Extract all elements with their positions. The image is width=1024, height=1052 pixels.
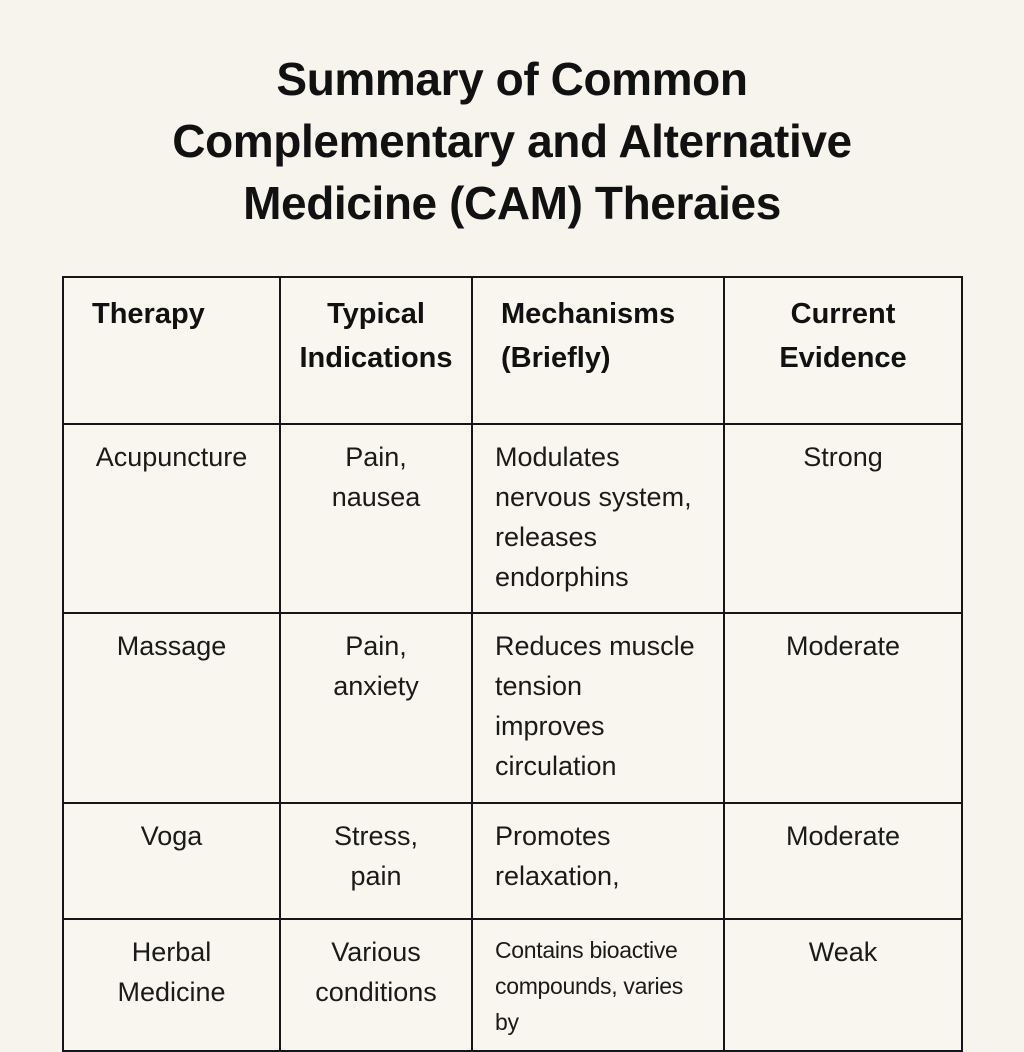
mechanism-line-2: relaxation, <box>495 861 620 891</box>
cell-evidence: Moderate <box>723 802 963 920</box>
therapy-name: Acupuncture <box>95 442 248 472</box>
mechanism-line-4: circulation <box>495 751 617 781</box>
column-header-mechanisms-line-1: Mechanisms <box>501 298 676 330</box>
indications-line-1: Pain, <box>345 631 407 661</box>
cell-evidence: Weak <box>723 918 963 1052</box>
evidence-level: Moderate <box>785 631 901 661</box>
cell-mechanism: Modulates nervous system, releases endor… <box>471 423 725 614</box>
table-row: Acupuncture Pain, nausea Modulates nervo… <box>62 423 963 614</box>
page-title: Summary of Common Complementary and Alte… <box>62 48 962 234</box>
cell-evidence: Moderate <box>723 612 963 804</box>
column-header-indications-line-1: Typical <box>327 298 425 330</box>
table-row: Voga Stress, pain Promotes relaxation, M… <box>62 802 963 920</box>
cell-therapy: Massage <box>62 612 281 804</box>
cell-therapy: Herbal Medicine <box>62 918 281 1052</box>
table-header-row: Therapy Typical Indications Mechanisms (… <box>62 276 963 425</box>
column-header-mechanisms-line-2: (Briefly) <box>501 342 611 374</box>
table-row: Herbal Medicine Various conditions Conta… <box>62 918 963 1052</box>
mechanism-line-1: Promotes <box>495 821 611 851</box>
table-body: Acupuncture Pain, nausea Modulates nervo… <box>62 423 963 1052</box>
mechanism-line-3: improves <box>495 711 605 741</box>
page-title-line-1: Summary of Common <box>276 53 748 105</box>
mechanism-line-1: Reduces muscle <box>495 631 695 661</box>
cell-therapy: Voga <box>62 802 281 920</box>
indications-line-2: pain <box>350 861 402 891</box>
indications-line-1: Pain, <box>345 442 407 472</box>
mechanism-line-1: Modulates <box>495 442 620 472</box>
mechanism-line-3: releases <box>495 522 598 552</box>
indications-line-1: Stress, <box>333 821 419 851</box>
cell-evidence: Strong <box>723 423 963 614</box>
cell-indications: Various conditions <box>279 918 473 1052</box>
mechanism-line-1: Contains bioactive <box>495 937 678 963</box>
indications-line-1: Various <box>331 937 421 967</box>
page-title-line-3: Medicine (CAM) Theraies <box>243 177 781 229</box>
cell-indications: Stress, pain <box>279 802 473 920</box>
cell-indications: Pain, nausea <box>279 423 473 614</box>
therapy-name: Voga <box>140 821 203 851</box>
therapy-name-line-1: Herbal <box>131 937 212 967</box>
cell-therapy: Acupuncture <box>62 423 281 614</box>
evidence-level: Strong <box>803 442 883 472</box>
column-header-therapy: Therapy <box>62 276 281 425</box>
column-header-mechanisms: Mechanisms (Briefly) <box>471 276 725 425</box>
cell-indications: Pain, anxiety <box>279 612 473 804</box>
column-header-therapy-line-1: Therapy <box>92 298 205 330</box>
indications-line-2: nausea <box>331 482 421 512</box>
indications-line-2: conditions <box>315 977 437 1007</box>
column-header-indications-line-2: Indications <box>299 342 453 374</box>
table-header: Therapy Typical Indications Mechanisms (… <box>62 276 963 425</box>
column-header-typical-indications: Typical Indications <box>279 276 473 425</box>
mechanism-line-2: tension <box>495 671 583 701</box>
mechanism-line-4: endorphins <box>495 562 629 592</box>
document-page: Summary of Common Complementary and Alte… <box>62 48 963 1052</box>
therapy-name-line-2: Medicine <box>117 977 226 1007</box>
cam-therapies-table: Therapy Typical Indications Mechanisms (… <box>62 276 963 1052</box>
evidence-level: Weak <box>808 937 878 967</box>
table-row: Massage Pain, anxiety Reduces muscle ten… <box>62 612 963 804</box>
page-title-line-2: Complementary and Alternative <box>172 115 852 167</box>
evidence-level: Moderate <box>785 821 901 851</box>
cell-mechanism: Reduces muscle tension improves circulat… <box>471 612 725 804</box>
column-header-evidence-line-1: Current <box>790 298 896 330</box>
mechanism-line-2: compounds, varies by <box>495 973 683 1035</box>
mechanism-line-2: nervous system, <box>495 482 692 512</box>
indications-line-2: anxiety <box>333 671 419 701</box>
column-header-evidence-line-2: Evidence <box>779 342 907 374</box>
cell-mechanism: Promotes relaxation, <box>471 802 725 920</box>
column-header-current-evidence: Current Evidence <box>723 276 963 425</box>
therapy-name: Massage <box>116 631 227 661</box>
cell-mechanism: Contains bioactive compounds, varies by <box>471 918 725 1052</box>
